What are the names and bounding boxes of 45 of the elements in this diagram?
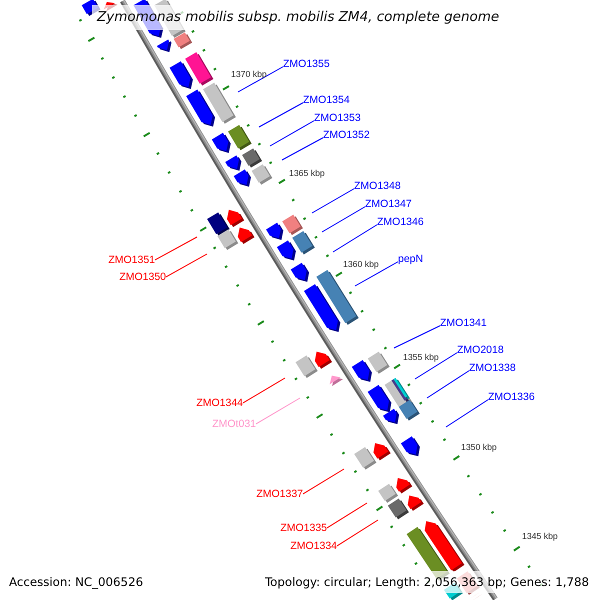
gene-label: ZMO1350 (119, 270, 166, 284)
leader-line (166, 254, 208, 278)
scale-label: 1360 kbp (343, 260, 379, 270)
leader-line (238, 66, 284, 92)
leader-line (312, 188, 354, 214)
gene-label: ZMO1352 (323, 128, 370, 142)
leader-line (332, 224, 378, 252)
leader-line (154, 236, 198, 260)
gene-label: ZMO1334 (290, 540, 337, 552)
scale-label: 1350 kbp (461, 443, 497, 453)
gene-label: ZMO1353 (314, 112, 361, 124)
gene-label: ZMO1338 (469, 362, 516, 374)
gene-label: ZMO1344 (196, 396, 243, 410)
leader-line (282, 137, 324, 160)
leader-line (322, 206, 366, 232)
gene-label: ZMO1348 (354, 180, 401, 192)
gene-label: ZMO1346 (377, 216, 424, 228)
gene-label: ZMO1351 (108, 254, 155, 266)
scale-label: 1370 kbp (231, 70, 267, 80)
gene-label: ZMO1336 (488, 390, 535, 404)
scale-label: 1345 kbp (522, 532, 558, 542)
gene-label: ZMO1355 (283, 58, 330, 70)
gene-label: ZMOt031 (212, 418, 256, 430)
gene-label: ZMO2018 (457, 344, 504, 356)
leader-line (258, 102, 304, 128)
leader-line (414, 352, 458, 380)
leader-line (326, 502, 368, 528)
leader-line (242, 378, 286, 404)
leader-line (302, 468, 344, 494)
scale-label: 1355 kbp (403, 353, 439, 363)
genome-info-text: Topology: circular; Length: 2,056,363 bp; Genes: 1,788 (264, 570, 589, 594)
leader-line (354, 261, 398, 286)
gene-label: pepN (398, 252, 424, 266)
leader-line (270, 120, 314, 146)
scale-label: 1365 kbp (289, 169, 325, 179)
leader-line (336, 520, 378, 546)
gene-label: ZMO1347 (365, 198, 412, 210)
leader-line (446, 399, 488, 428)
gene-label: ZMO1341 (440, 316, 487, 330)
gene-label: ZMO1354 (303, 94, 350, 106)
leader-line (394, 325, 440, 348)
leader-line (256, 398, 300, 424)
gene-label: ZMO1337 (256, 488, 303, 500)
gene-label: ZMO1335 (280, 522, 327, 534)
leader-line (426, 370, 470, 398)
